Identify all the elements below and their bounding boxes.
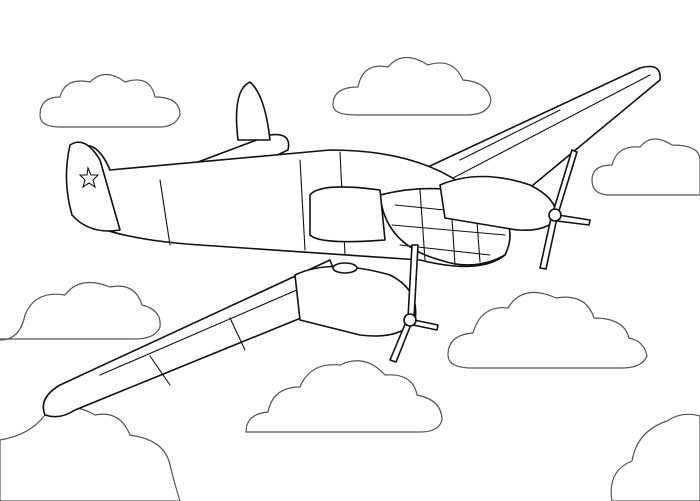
cloud [245, 360, 443, 433]
cloud [0, 281, 161, 341]
left-engine [294, 265, 417, 337]
star-icon [78, 165, 100, 189]
cloud [610, 413, 700, 501]
cloud [332, 56, 492, 116]
cloud [591, 138, 700, 196]
cloud [0, 406, 181, 501]
airplane [42, 65, 661, 418]
left-wing [42, 259, 346, 418]
cockpit-hatch [332, 262, 358, 274]
right-propeller [539, 149, 591, 270]
gun-turret [309, 186, 386, 243]
tail-fin [65, 141, 121, 232]
left-propeller [389, 244, 439, 363]
cloud [447, 291, 648, 369]
cloud [39, 73, 181, 128]
vertical-fin [235, 81, 271, 141]
clouds [0, 56, 700, 501]
right-engine [439, 175, 558, 231]
